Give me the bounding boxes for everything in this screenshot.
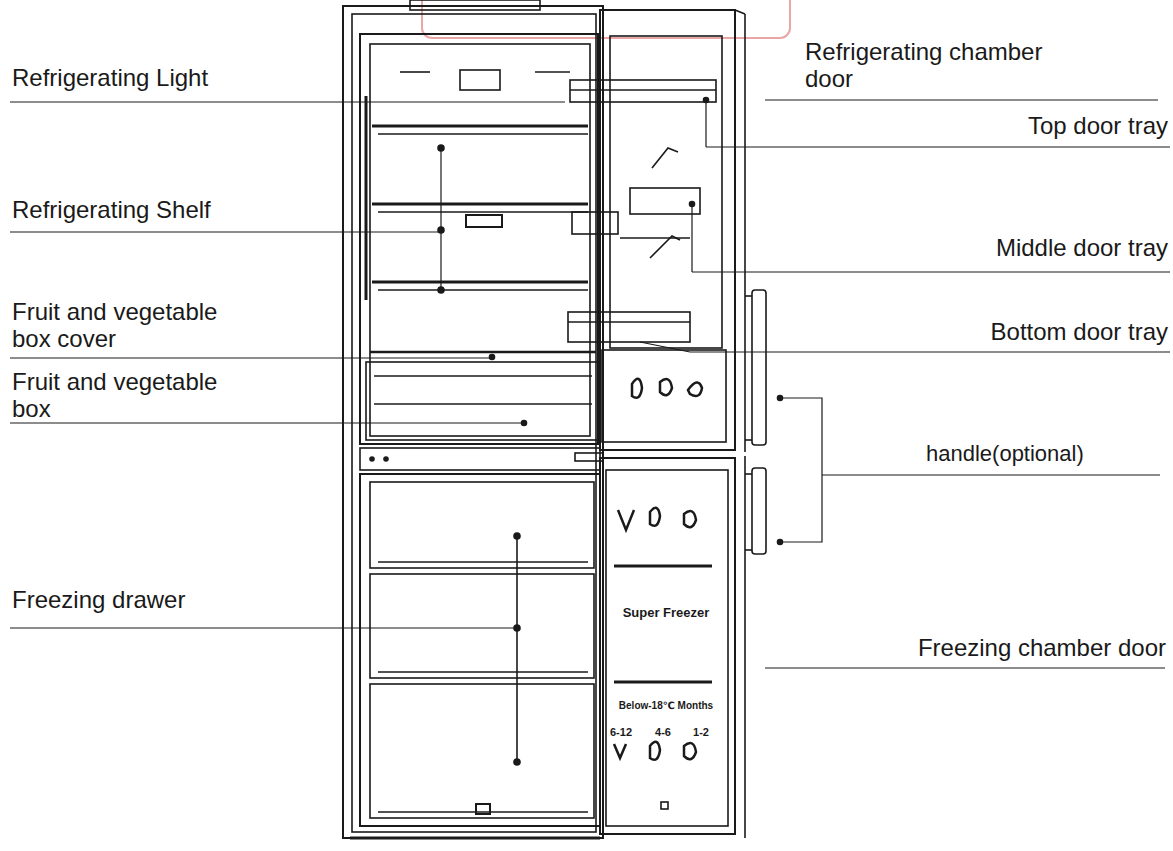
part-label: Fruit and vegetable box [12, 368, 244, 422]
shelves [366, 96, 588, 300]
middle-door-tray [630, 188, 700, 214]
light-housing [460, 70, 500, 90]
top-hinge-cover [410, 0, 540, 10]
part-label: Top door tray [880, 112, 1168, 139]
food-icons [632, 379, 702, 398]
chamber-divider [360, 448, 603, 470]
light-slot [535, 71, 570, 73]
part-label: Bottom door tray [880, 318, 1168, 345]
bottom-door-tray [568, 312, 690, 342]
fridge-door [568, 10, 745, 452]
door-print: 1-2 [684, 726, 718, 738]
fridge-chamber [360, 34, 598, 444]
part-label: Refrigerating Light [12, 64, 342, 91]
top-door-tray [570, 80, 716, 102]
freezer-chamber [360, 474, 600, 826]
leader-lines [10, 100, 1170, 668]
part-label: Fruit and vegetable box cover [12, 298, 244, 352]
food-icons [618, 508, 696, 530]
door-print: Below-18℃ Months [606, 700, 726, 711]
light-slot [400, 71, 430, 73]
part-label: Freezing drawer [12, 586, 342, 613]
door-panel [602, 350, 726, 442]
door-print: 6-12 [604, 726, 638, 738]
part-label: Refrigerating Shelf [12, 196, 342, 223]
freezer-door [600, 456, 745, 838]
food-icons [614, 742, 696, 760]
crisper-box [366, 352, 598, 440]
door-print: Super Freezer [606, 606, 726, 620]
cabinet-outline [343, 6, 603, 838]
base-plinth [350, 837, 600, 840]
fridge-chamber-liner [370, 44, 590, 436]
handles [745, 290, 822, 554]
part-label: Freezing chamber door [790, 634, 1166, 661]
part-label: handle(optional) [926, 440, 1166, 467]
part-label: Refrigerating chamber door [805, 38, 1067, 92]
door-print: 4-6 [646, 726, 680, 738]
part-label: Middle door tray [880, 234, 1168, 261]
